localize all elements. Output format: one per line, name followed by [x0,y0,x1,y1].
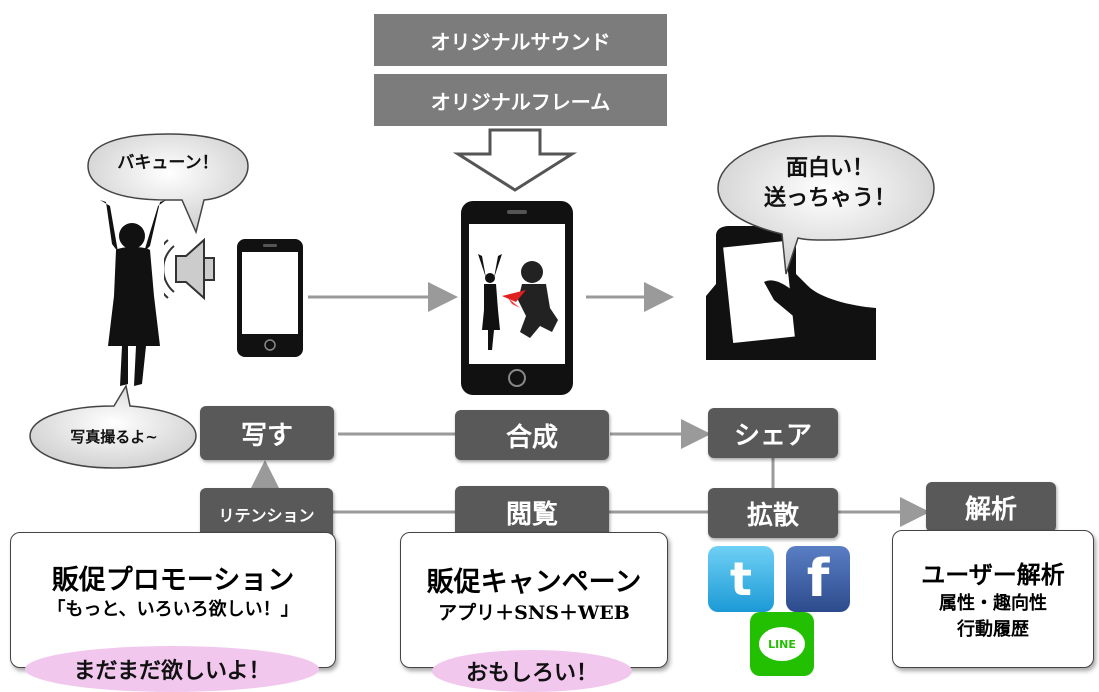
original-frame-box: オリジナルフレーム [374,74,667,126]
campaign-panel: 販促キャンペーン アプリ＋SNS＋WEB [400,532,668,668]
step-capture-label: 写す [240,420,293,451]
step-view: 閲覧 [455,486,609,538]
original-sound-label: オリジナルサウンド [430,29,611,54]
twitter-icon-glyph: t [730,552,752,606]
step-spread-label: 拡散 [746,500,799,531]
step-retention-label: リテンション [218,506,315,525]
twitter-icon[interactable]: t [708,546,774,612]
bang-bubble-text: バキューン！ [117,153,219,173]
analysis-line1: 属性・趣向性 [939,593,1047,614]
photo-bubble-text: 写真撮るよ~ [70,428,158,446]
promotion-pill: まだまだ欲しいよ！ [25,646,319,692]
step-view-label: 閲覧 [505,499,558,530]
promotion-pill-text: まだまだ欲しいよ！ [73,658,271,684]
line-icon-label: LINE [768,637,796,651]
share-bubble-line1: 面白い！ [785,155,874,181]
facebook-icon[interactable]: f [786,546,850,612]
original-frame-label: オリジナルフレーム [430,89,611,114]
analysis-line2: 行動履歴 [957,619,1029,640]
smartphone-icon [237,239,303,357]
campaign-title: 販促キャンペーン [426,567,642,598]
speaker-icon [164,237,215,301]
photo-speech-bubble [29,384,197,469]
share-bubble-line2: 送っちゃう！ [763,185,896,211]
step-analyze: 解析 [926,482,1056,532]
line-icon[interactable]: LINE [750,612,814,676]
step-retention: リテンション [200,488,333,540]
analysis-panel: ユーザー解析 属性・趣向性 行動履歴 [892,530,1094,668]
facebook-icon-glyph: f [806,549,830,609]
line-icon-bubble: LINE [759,627,805,661]
original-sound-box: オリジナルサウンド [374,14,667,66]
step-spread: 拡散 [708,488,838,538]
step-capture: 写す [200,406,334,460]
campaign-subtitle: アプリ＋SNS＋WEB [438,602,630,624]
hand-holding-phone-icon [706,226,876,360]
step-analyze-label: 解析 [964,494,1017,525]
step-share-label: シェア [733,420,812,451]
promotion-subtitle: 「もっと、いろいろ欲しい！」 [47,599,299,620]
woman-silhouette-icon [100,200,166,386]
step-compose: 合成 [455,410,609,460]
step-share: シェア [708,408,838,458]
promotion-title: 販促プロモーション [51,565,295,596]
campaign-pill: おもしろい！ [432,650,632,692]
bang-speech-bubble [87,133,249,235]
campaign-pill-text: おもしろい！ [465,660,598,686]
analysis-title: ユーザー解析 [921,560,1065,589]
step-compose-label: 合成 [505,422,558,453]
down-arrow-icon [452,128,578,192]
composite-phone-icon [461,201,573,395]
share-speech-bubble [717,135,935,275]
